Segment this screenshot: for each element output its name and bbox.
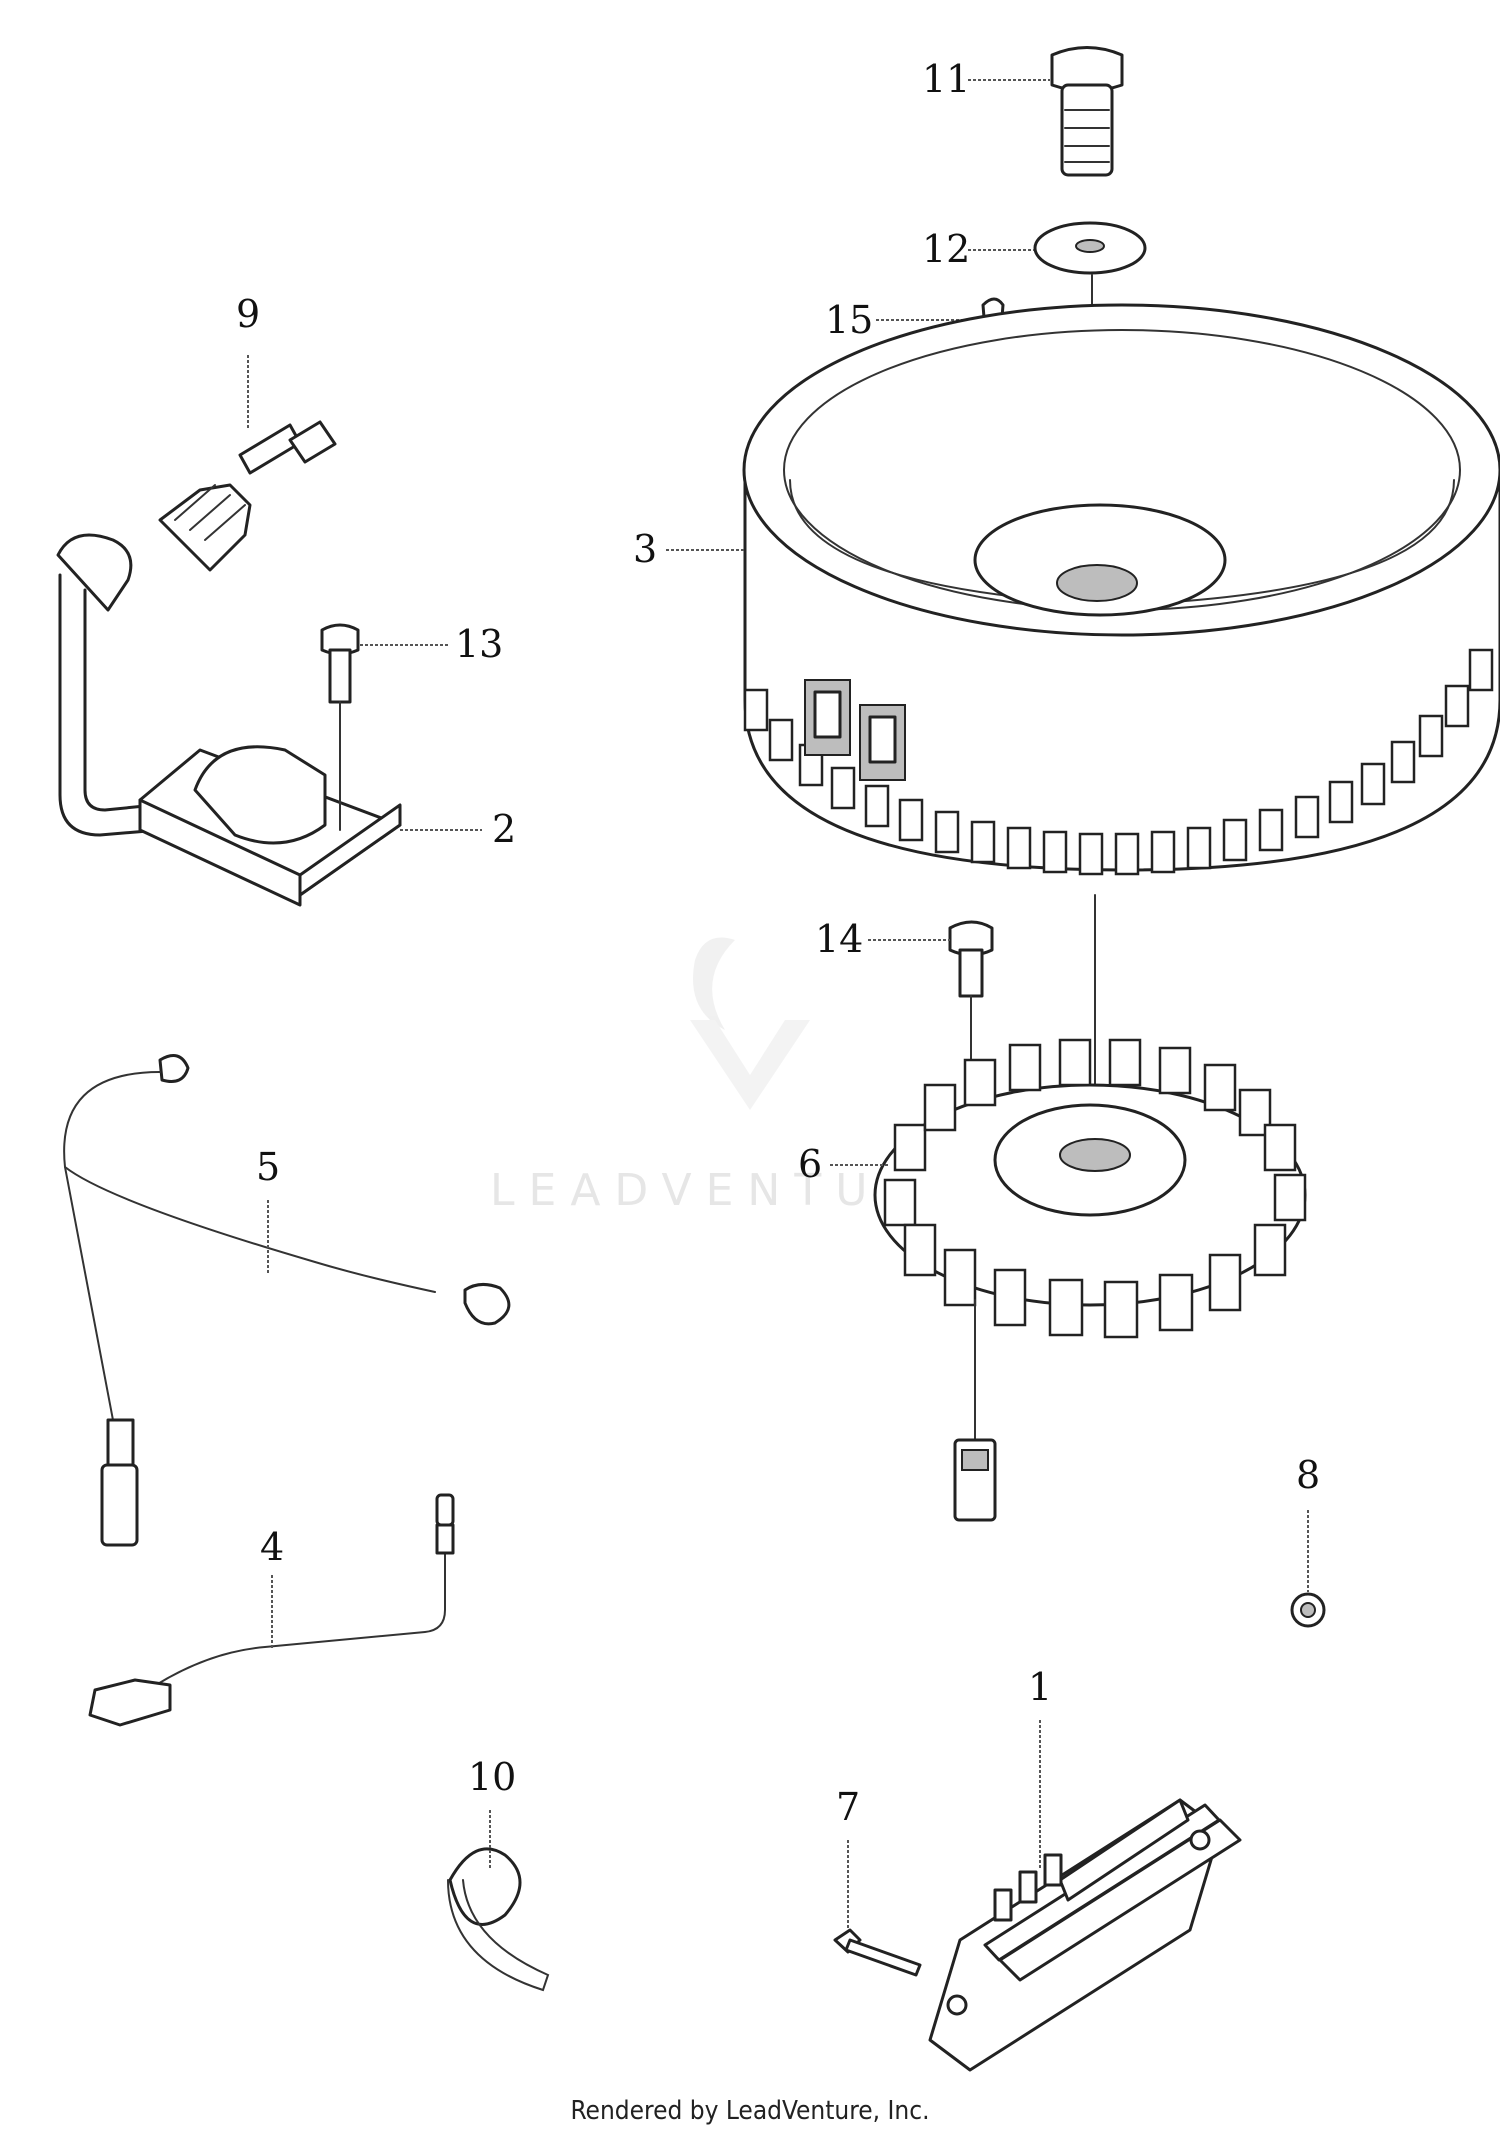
watermark-text: LEADVENTU xyxy=(490,1165,881,1216)
regulator-screw-part[interactable] xyxy=(833,1928,922,1977)
callout-8: 8 xyxy=(1296,1453,1320,1497)
flywheel-teeth xyxy=(743,648,1494,876)
callout-11: 11 xyxy=(922,57,970,101)
flywheel-magnets xyxy=(804,679,906,781)
ground-wire-part[interactable] xyxy=(88,1493,455,1727)
callout-6: 6 xyxy=(798,1142,822,1186)
callout-10: 10 xyxy=(468,1755,516,1799)
callout-12: 12 xyxy=(922,227,970,271)
callout-3: 3 xyxy=(633,527,657,571)
stator-part[interactable] xyxy=(873,1038,1307,1522)
nut-part[interactable] xyxy=(1290,1592,1326,1628)
stator-screw-part[interactable] xyxy=(948,920,994,998)
ignition-coil-part[interactable] xyxy=(56,533,402,907)
coil-screw-part[interactable] xyxy=(320,623,360,704)
callout-4: 4 xyxy=(260,1525,284,1569)
flywheel-part[interactable] xyxy=(742,303,1500,876)
callout-14: 14 xyxy=(815,917,863,961)
callout-2: 2 xyxy=(492,807,516,851)
callout-9: 9 xyxy=(236,292,260,336)
bolt-part[interactable] xyxy=(1050,46,1124,177)
callout-13: 13 xyxy=(455,622,503,666)
wire-harness-part[interactable] xyxy=(63,1054,511,1547)
wire-clip-part[interactable] xyxy=(447,1847,550,1992)
washer-part[interactable] xyxy=(1033,221,1147,275)
footer-credit: Rendered by LeadVenture, Inc. xyxy=(570,2096,930,2126)
spark-plug-part[interactable] xyxy=(158,420,337,572)
watermark-logo xyxy=(690,937,810,1110)
stator-windings xyxy=(883,1038,1307,1339)
callout-7: 7 xyxy=(836,1785,860,1829)
callout-15: 15 xyxy=(825,298,873,342)
callout-1: 1 xyxy=(1028,1665,1052,1709)
callout-5: 5 xyxy=(256,1145,280,1189)
voltage-regulator-part[interactable] xyxy=(928,1798,1242,2072)
